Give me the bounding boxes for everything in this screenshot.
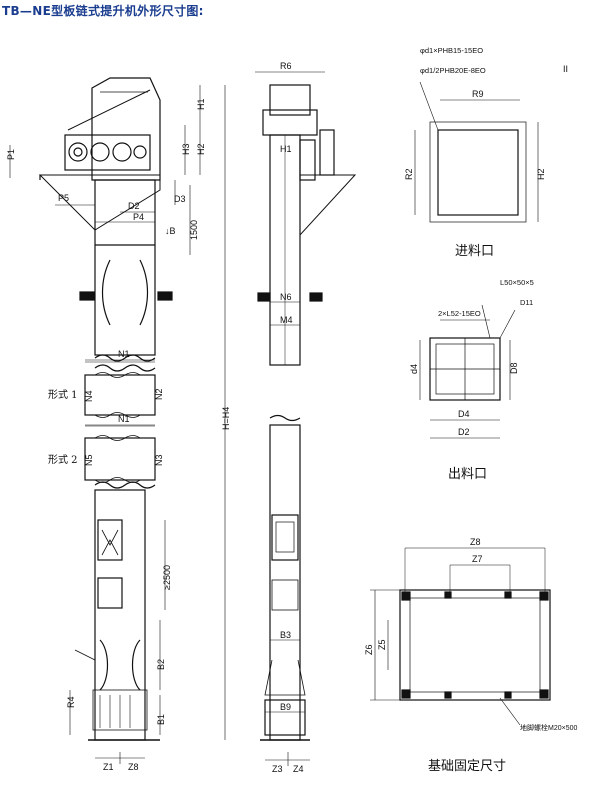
outlet-view: [419, 304, 516, 439]
page-title: TB—NE型板链式提升机外形尺寸图:: [2, 4, 204, 18]
dim-b3: B3: [280, 630, 291, 640]
dim-total-height: H=H4: [221, 407, 231, 430]
foundation-caption: 基础固定尺寸: [428, 759, 506, 774]
dim-z3: Z3: [272, 764, 283, 774]
form-1-label: 形式 1: [48, 388, 78, 401]
dim-d4-left: d4: [409, 364, 419, 374]
dim-d2: D2: [128, 201, 140, 211]
dim-1500: 1500: [189, 220, 199, 240]
dim-b1: B1: [156, 714, 166, 725]
dim-z1: Z1: [103, 762, 114, 772]
dim-m4: M4: [280, 315, 293, 325]
dim-h2-inlet: H2: [536, 168, 546, 180]
dim-2500: ≥2500: [162, 565, 172, 590]
dim-d11: D11: [520, 298, 533, 307]
front-view: [9, 77, 226, 764]
outlet-bolt-note: 2×L52-15EO: [438, 309, 481, 318]
dim-z7: Z7: [472, 554, 483, 564]
dim-z4: Z4: [293, 764, 304, 774]
dim-z8-front: Z8: [128, 762, 139, 772]
side-view: [255, 71, 357, 766]
dim-d4: D4: [458, 409, 470, 419]
outlet-caption: 出料口: [448, 467, 487, 482]
dim-n2-form1: N2: [154, 388, 164, 400]
arrow-b: ↓B: [165, 226, 176, 236]
form-2-label: 形式 2: [48, 453, 78, 466]
dim-d8: D8: [509, 362, 519, 374]
dim-d3: D3: [174, 194, 186, 204]
dim-n1-form2: N1: [118, 414, 130, 424]
dim-b2: B2: [156, 659, 166, 670]
dim-h1-side: H1: [280, 144, 292, 154]
inlet-bolt-note-1: φd1×PHB15-15EO: [420, 46, 483, 55]
dim-r2: R2: [404, 168, 414, 180]
outlet-angle-note: L50×50×5: [500, 278, 534, 287]
inlet-bolt-note-2: φd1/2PHB20E-8EO: [420, 66, 486, 75]
dim-z5: Z5: [377, 639, 387, 650]
dim-n4: N4: [84, 390, 94, 402]
dim-p1: P1: [6, 149, 16, 160]
dim-n3: N3: [154, 454, 164, 466]
dim-p4: P4: [133, 212, 144, 222]
dim-h1: H1: [196, 98, 206, 110]
dim-n1-form1: N1: [118, 349, 130, 359]
anchor-bolt-note: 地脚螺栓M20×500: [520, 723, 577, 732]
dim-b9: B9: [280, 702, 291, 712]
dim-r4: R4: [66, 696, 76, 708]
dim-p5: P5: [58, 193, 69, 203]
dim-z6: Z6: [364, 644, 374, 655]
foundation-view: [370, 547, 551, 726]
dim-n5: N5: [84, 454, 94, 466]
dim-r6: R6: [280, 61, 292, 71]
roman-mark: II: [563, 64, 568, 74]
dim-d2-outlet: D2: [458, 427, 470, 437]
dim-h3: H3: [181, 143, 191, 155]
inlet-caption: 进料口: [455, 244, 494, 259]
dim-z8-foundation: Z8: [470, 537, 481, 547]
dim-h2: H2: [196, 143, 206, 155]
dim-r9: R9: [472, 89, 484, 99]
dim-n6: N6: [280, 292, 292, 302]
inlet-view: [414, 81, 539, 223]
